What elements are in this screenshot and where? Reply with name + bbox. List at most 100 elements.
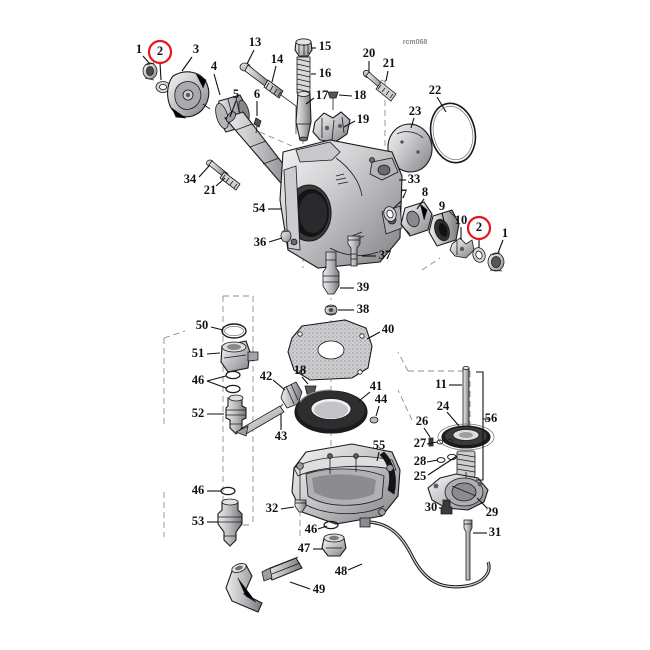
callout-10: 10 [455,213,468,227]
callout-28: 28 [414,454,427,468]
callout-leader-lines [142,47,504,590]
part-49-bracket [261,556,303,582]
part-36-plug [280,229,292,243]
part-32-drain-screw [294,470,307,513]
callout-1-right: 1 [502,226,508,240]
part-7-oring-small [383,206,397,222]
callout-24: 24 [437,399,450,413]
callout-8: 8 [422,185,428,199]
part-19-throttle-lever [312,111,351,143]
part-17-vacuum-slide [295,91,312,142]
part-44-clip [369,416,379,424]
callout-21: 21 [383,56,396,70]
callout-48: 48 [335,564,348,578]
part-46-orings-pair [206,370,241,394]
part-group-jet-needle [294,38,313,142]
part-group-elbow-bracket [225,556,303,613]
callout-25: 25 [414,469,427,483]
callout-27: 27 [414,436,427,450]
part-53-drain-fitting [217,498,243,547]
callout-40: 40 [382,322,395,336]
callout-2-highlighted: 2 [157,44,163,58]
callout-39: 39 [357,280,370,294]
part-37-slow-jet [347,235,361,267]
watermark-label: rcm068 [403,39,428,46]
callout-23: 23 [409,104,422,118]
part-group-bowl-drain [321,520,347,557]
part-group-throttle-cover [142,62,250,133]
callout-36: 36 [254,235,267,249]
part-9-choke-collar [428,209,460,247]
callout-56: 56 [485,411,498,425]
callout-54: 54 [253,201,266,215]
part-group-accelerator-pump [427,365,495,581]
callout-3: 3 [193,42,199,56]
part-group-idle-adjust [206,159,241,191]
part-43-float-arm [235,405,285,437]
callout-33: 33 [408,172,421,186]
callout-29: 29 [486,505,499,519]
callout-31: 31 [489,525,502,539]
callout-38: 38 [357,302,370,316]
callout-7: 7 [401,187,407,201]
callout-2-right-highlighted: 2 [476,220,482,234]
part-8-choke-housing [400,201,433,237]
callout-20: 20 [363,46,376,60]
part-30-bolt [440,499,453,515]
part-41-float-ring [294,389,368,434]
callout-16: 16 [319,66,332,80]
part-50-oring [221,323,247,339]
part-group-choke-assembly [383,201,505,272]
part-15-needle-holder [294,38,313,57]
callout-5: 5 [233,87,239,101]
callout-13: 13 [249,35,262,49]
part-3-throttle-cover [167,71,211,119]
callout-14: 14 [271,52,284,66]
part-39-main-jet [322,251,340,295]
part-21-spring-top [375,81,397,102]
highlight-circle-top-left [147,39,173,65]
part-21b-spring [219,171,241,191]
callout-43: 43 [275,429,288,443]
callout-labels: 1 2 3 4 5 6 13 14 15 16 17 18 19 20 21 2… [136,35,508,596]
part-2r-oring-right [472,247,486,263]
callout-46-bowl: 46 [305,522,318,536]
part-31-pump-rod-lower [463,519,473,581]
callout-46: 46 [192,373,205,387]
callout-1: 1 [136,42,142,56]
callout-15: 15 [319,39,332,53]
callout-11: 11 [435,377,447,391]
callout-44: 44 [375,392,388,406]
part-48-drain-hose [359,517,491,589]
part-26-pin [428,437,434,447]
callout-34: 34 [184,172,197,186]
callout-51: 51 [192,346,205,360]
part-49-elbow [225,563,263,613]
part-27-small-washers [436,438,453,445]
callout-46-lower-left: 46 [192,483,205,497]
part-1r-seal-right [487,252,505,272]
part-16-spring [296,56,311,94]
part-47-drain-plug [321,533,347,557]
highlight-circle-right [466,215,492,241]
callout-55: 55 [373,438,386,452]
part-55-float-bowl [291,443,401,525]
callout-21-lower: 21 [204,183,217,197]
part-group-jets [322,235,361,316]
callout-4: 4 [211,59,218,73]
part-group-pump-link [362,70,397,102]
callout-32: 32 [266,501,279,515]
callout-53: 53 [192,514,205,528]
highlight-rings [147,39,492,241]
callout-9: 9 [439,199,445,213]
callout-22: 22 [429,83,442,97]
part-38-washer [324,304,338,316]
callout-6: 6 [254,87,260,101]
callout-52: 52 [192,406,205,420]
part-22-large-oring [429,102,477,164]
part-14-adjuster [263,79,297,134]
part-46c-oring [323,520,339,530]
callout-49: 49 [313,582,326,596]
callout-18: 18 [354,88,367,102]
